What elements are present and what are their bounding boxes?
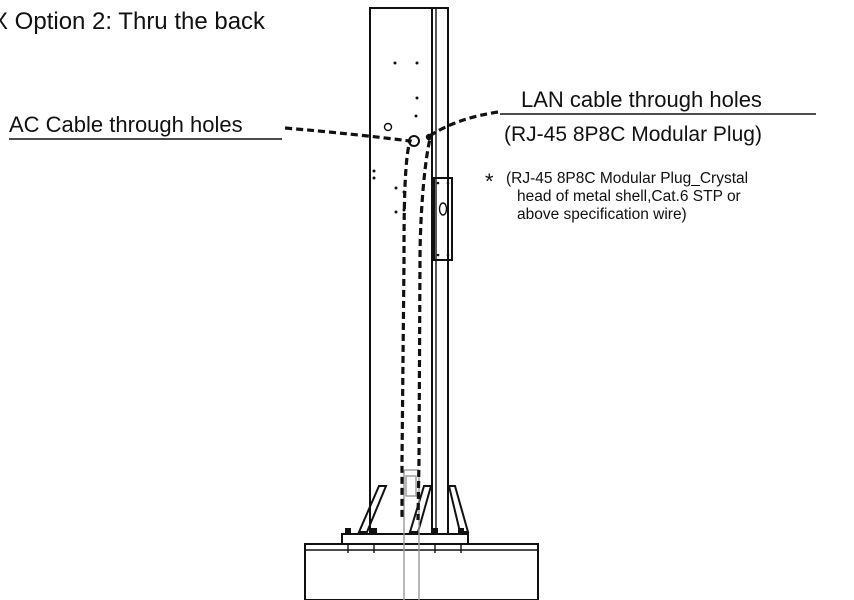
charger-post [369,7,449,535]
conduit-pipe [403,469,420,600]
ac-cable-label: AC Cable through holes [9,112,243,137]
spec-note-line-1: (RJ-45 8P8C Modular Plug_Crystal [506,170,748,187]
spec-note-line-3: above specification wire) [517,206,687,223]
spec-note-line-2: head of metal shell,Cat.6 STP or [517,188,741,205]
lan-plug-label: (RJ-45 8P8C Modular Plug) [504,123,762,146]
diagram-title: X Option 2: Thru the back [0,8,266,35]
side-bracket [433,177,453,261]
support-gussets [357,485,470,533]
base-plate [341,533,469,545]
ac-cable-path [284,126,413,520]
lan-cable-label: LAN cable through holes [521,87,762,112]
concrete-base [304,543,539,600]
note-asterisk: * [485,169,494,194]
lan-cable-path [416,110,499,521]
